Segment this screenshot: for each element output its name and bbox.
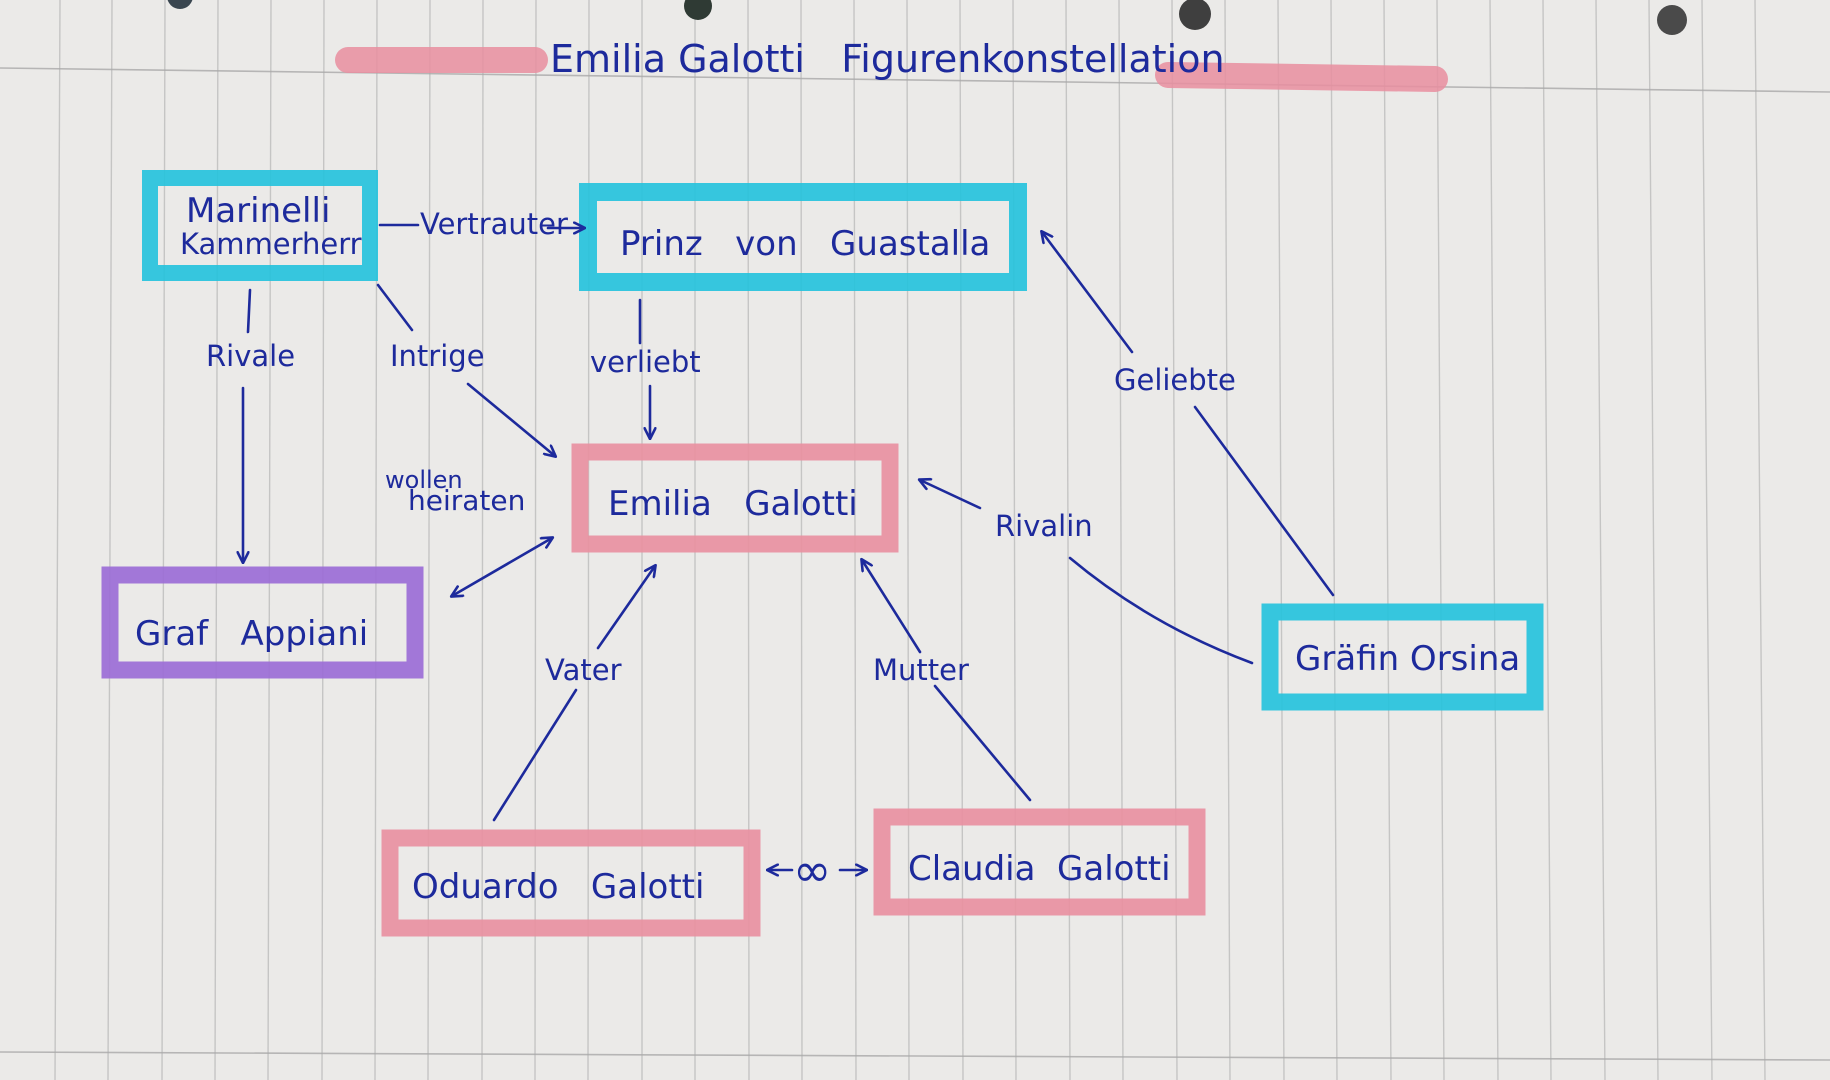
node-prinz-label: Prinz von Guastalla — [620, 224, 990, 264]
node-appiani: Graf Appiani — [101, 566, 424, 679]
edge-mutter-bottom — [933, 684, 1032, 802]
title-highlights — [335, 47, 1448, 92]
node-claudia-label: Claudia Galotti — [908, 849, 1171, 889]
label-rivalin: Rivalin — [995, 509, 1093, 543]
edge-geliebte-bottom — [1193, 405, 1335, 597]
edge-geliebte-top — [1042, 232, 1134, 354]
node-marinelli-name: Marinelli — [186, 191, 330, 231]
node-claudia: Claudia Galotti — [873, 808, 1206, 916]
diagram-title: Emilia Galotti Figurenkonstellation — [550, 37, 1225, 81]
edge-rivalin-top — [920, 480, 982, 510]
label-vater: Vater — [545, 653, 622, 687]
node-emilia: Emilia Galotti — [571, 443, 899, 553]
edge-intrige-bottom — [466, 382, 555, 456]
label-verliebt: verliebt — [590, 345, 701, 379]
node-orsina-label: Gräfin Orsina — [1295, 639, 1520, 679]
edge-heiraten — [452, 538, 552, 596]
label-rivale: Rivale — [206, 339, 295, 373]
node-orsina: Gräfin Orsina — [1261, 603, 1544, 711]
punch-holes — [167, 0, 1687, 35]
relation-labels: Vertrauter Rivale Intrige verliebt Gelie… — [206, 207, 1236, 897]
node-odoardo-label: Oduardo Galotti — [412, 867, 704, 907]
node-prinz: Prinz von Guastalla — [579, 183, 1027, 291]
edge-rivale-top — [246, 288, 252, 334]
node-marinelli: Marinelli Kammerherr — [142, 170, 378, 281]
label-intrige: Intrige — [390, 339, 485, 373]
paper-margin-lines — [0, 67, 1830, 1061]
label-heiraten: heiraten — [408, 484, 525, 517]
node-marinelli-role: Kammerherr — [180, 227, 362, 261]
edge-intrige-top — [376, 283, 414, 332]
node-appiani-label: Graf Appiani — [135, 614, 368, 654]
marriage-symbol: ∞ — [793, 843, 831, 897]
edge-mutter-top — [862, 560, 922, 654]
edge-vater-bottom — [492, 688, 578, 822]
edge-rivalin-bottom — [1068, 556, 1254, 665]
label-wollen: wollen — [385, 466, 463, 494]
node-emilia-label: Emilia Galotti — [608, 484, 858, 524]
label-mutter: Mutter — [873, 653, 969, 687]
label-vertrauter: Vertrauter — [420, 207, 568, 241]
edge-vater-top — [596, 566, 655, 650]
relation-lines — [243, 225, 1335, 870]
label-geliebte: Geliebte — [1114, 363, 1236, 397]
node-odoardo: Oduardo Galotti — [381, 829, 761, 937]
